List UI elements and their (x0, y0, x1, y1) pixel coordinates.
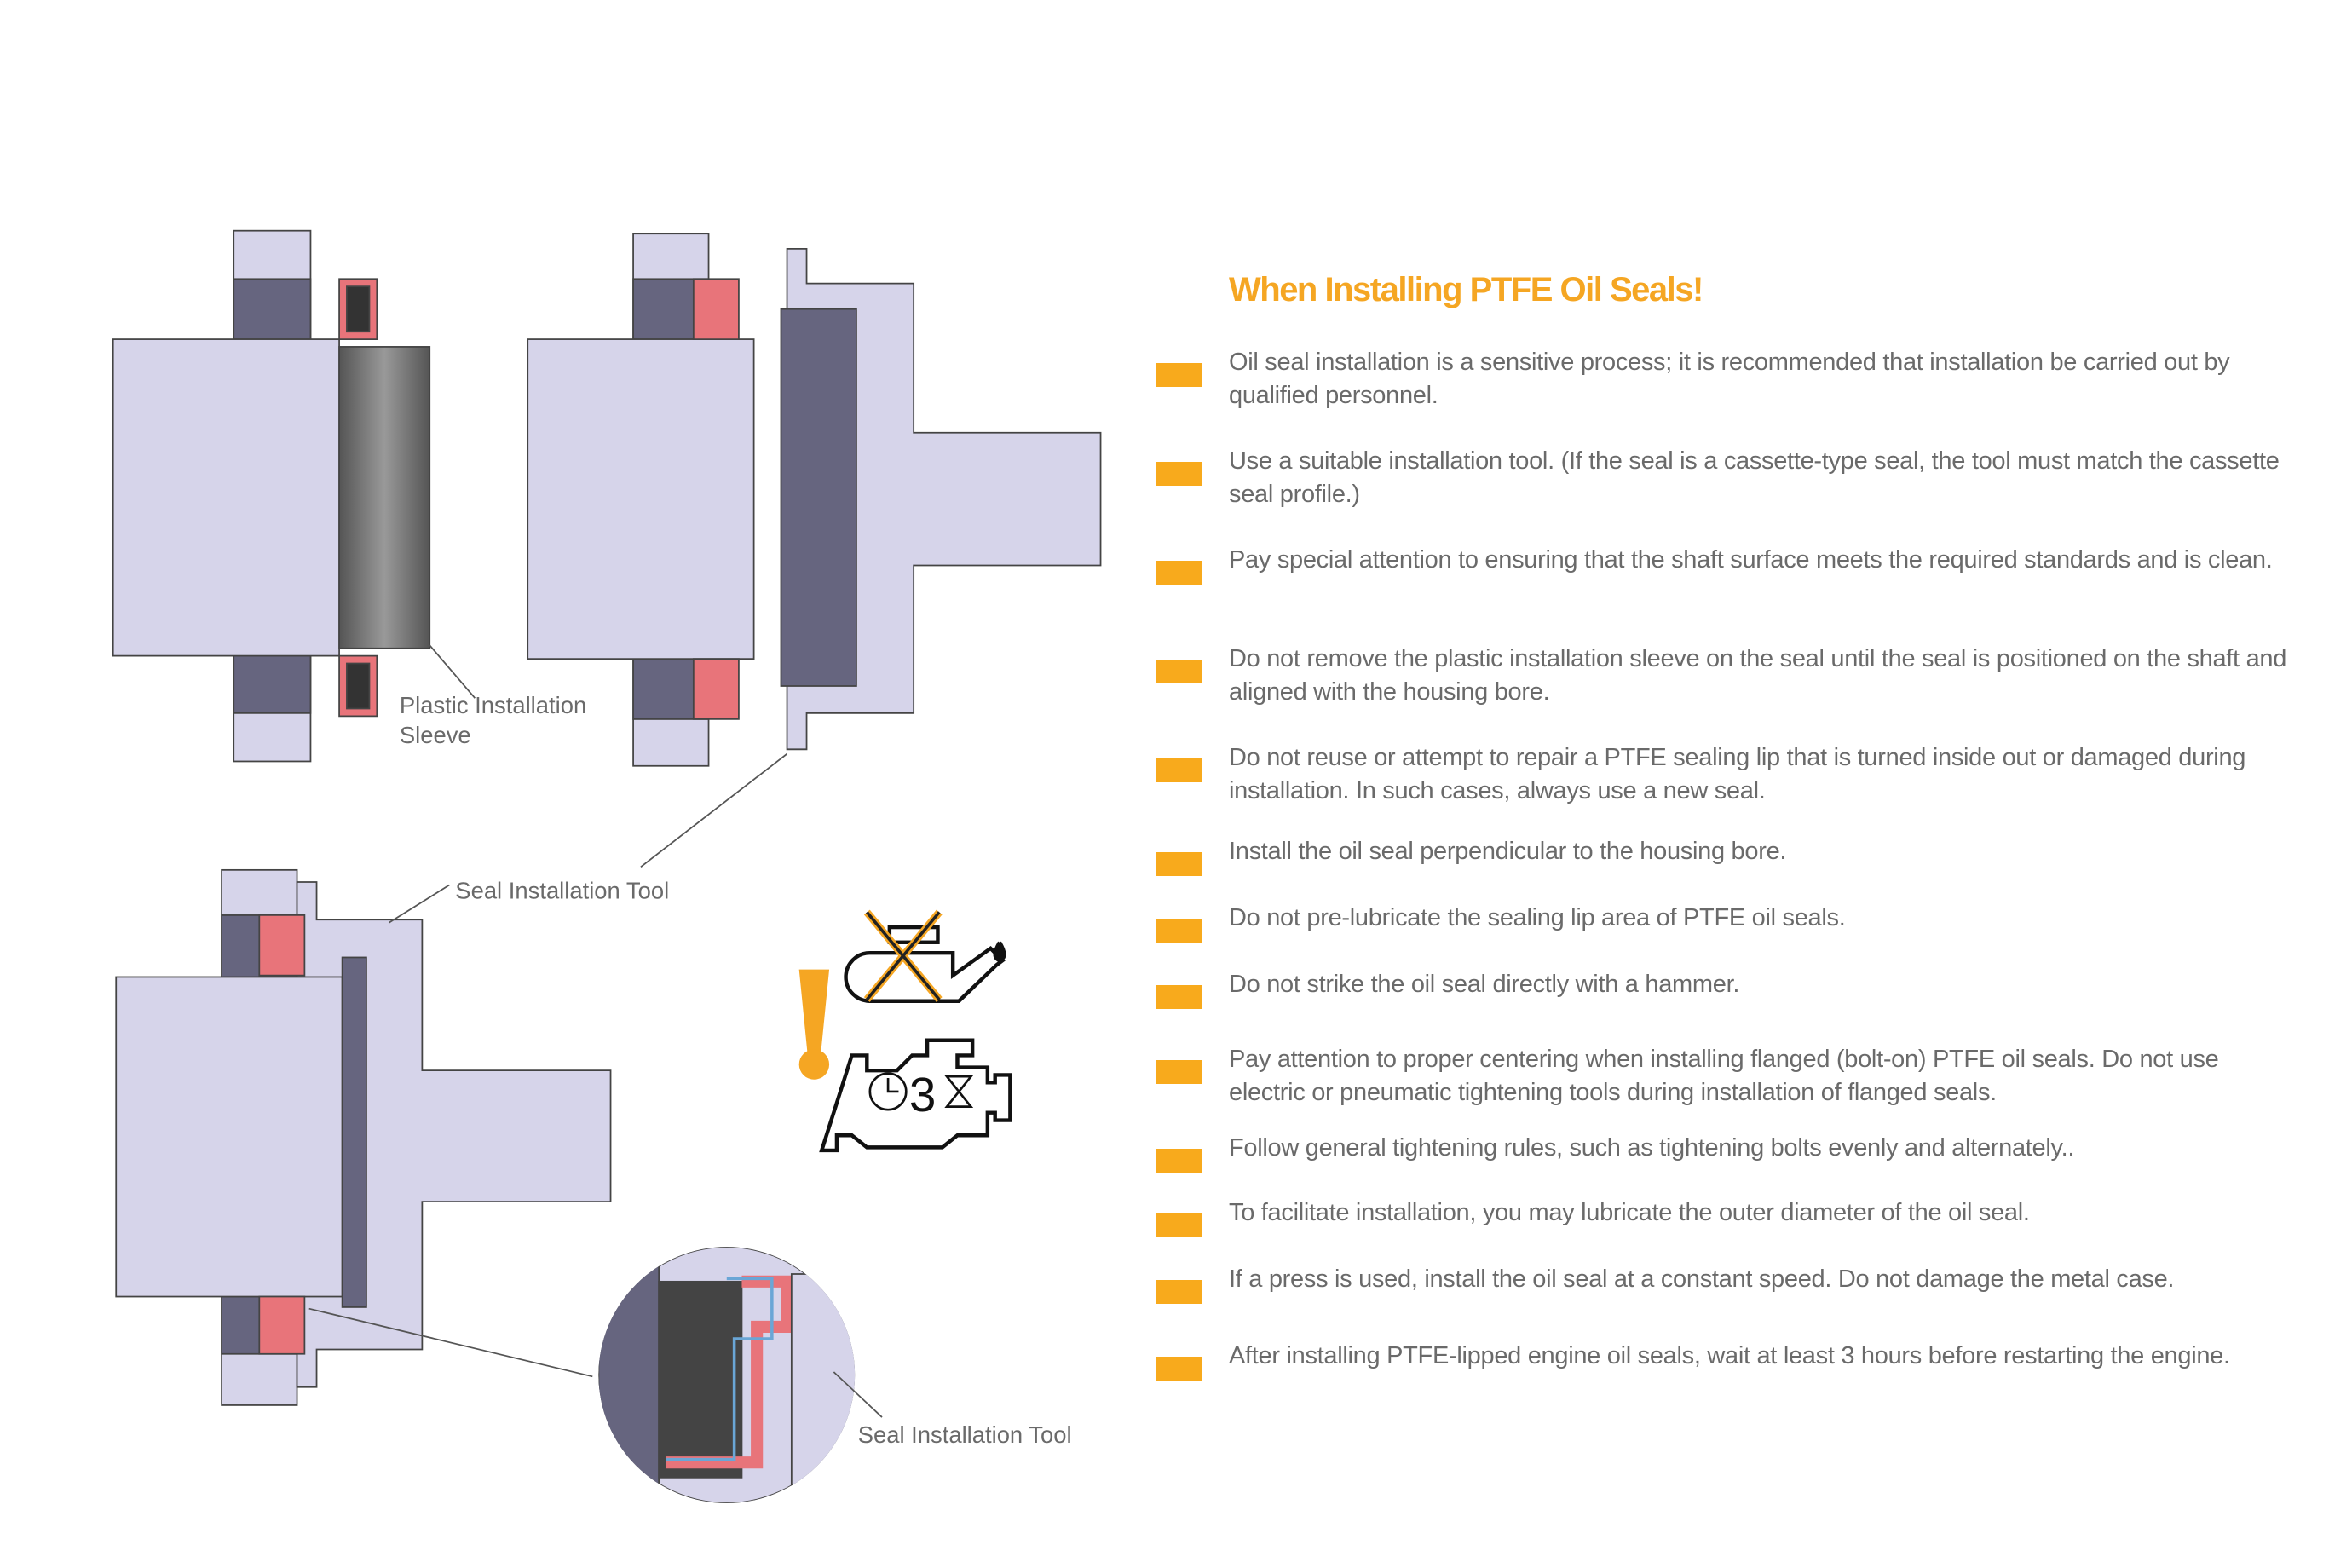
bullet-icon (1156, 919, 1202, 943)
label-tool-detail: Seal Installation Tool (858, 1421, 1072, 1448)
label-sleeve-1: Plastic Installation (400, 692, 586, 718)
bullet-icon (1156, 462, 1202, 486)
bullet-icon (1156, 1149, 1202, 1173)
seal-detail-magnifier (598, 1247, 856, 1503)
bullet-icon (1156, 660, 1202, 683)
list-item-text: Pay special attention to ensuring that t… (1229, 546, 2273, 574)
list-item-text: Pay attention to proper centering when i… (1229, 1046, 2219, 1106)
label-sleeve-2: Sleeve (400, 722, 471, 748)
list-item-text: If a press is used, install the oil seal… (1229, 1265, 2175, 1293)
bullet-icon (1156, 852, 1202, 876)
list-item-text: To facilitate installation, you may lubr… (1229, 1199, 2030, 1226)
no-oil-can-icon (844, 909, 1006, 1003)
list-item-text: Install the oil seal perpendicular to th… (1229, 838, 1787, 865)
bullet-icon (1156, 1280, 1202, 1304)
wait-hours-number: 3 (909, 1068, 936, 1121)
page-title: When Installing PTFE Oil Seals! (1229, 271, 1703, 308)
list-item-text: Do not strike the oil seal directly with… (1229, 971, 1740, 998)
bullet-icon (1156, 758, 1202, 782)
engine-wait-icon (819, 1038, 1012, 1153)
label-tool-top: Seal Installation Tool (455, 877, 669, 903)
warning-exclamation-icon (798, 969, 830, 1080)
bullet-icon (1156, 561, 1202, 585)
list-item-text: Oil seal installation is a sensitive pro… (1229, 349, 2230, 409)
bullet-icon (1156, 985, 1202, 1009)
list-item-text: Do not pre-lubricate the sealing lip are… (1229, 904, 1846, 931)
diagram-sleeve (112, 229, 431, 763)
list-item-text: After installing PTFE-lipped engine oil … (1229, 1342, 2230, 1369)
bullet-icon (1156, 1060, 1202, 1084)
bullet-icon (1156, 1357, 1202, 1381)
bullet-icon (1156, 363, 1202, 387)
list-item-text: Follow general tightening rules, such as… (1229, 1134, 2075, 1162)
bullet-icon (1156, 1213, 1202, 1237)
diagram-tool-aligned (527, 233, 1102, 767)
diagram-tool-installed (115, 868, 612, 1406)
list-item-text: Do not reuse or attempt to repair a PTFE… (1229, 744, 2246, 804)
list-item-text: Do not remove the plastic installation s… (1229, 645, 2287, 706)
list-item-text: Use a suitable installation tool. (If th… (1229, 447, 2280, 508)
